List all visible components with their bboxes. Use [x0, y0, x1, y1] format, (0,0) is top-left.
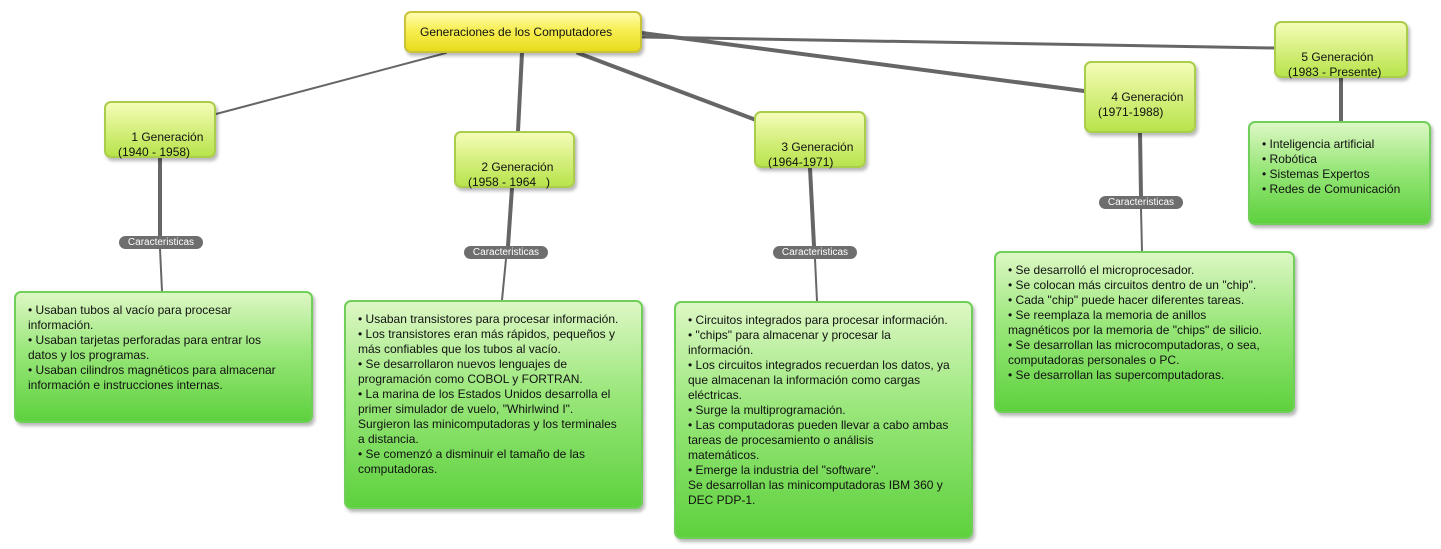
generation-1-link-label: Caracteristicas: [119, 236, 203, 249]
connector-line: [576, 51, 758, 122]
detail-line: • Se desarrollan las microcomputadoras, …: [1008, 338, 1260, 352]
connector-line: [501, 258, 507, 301]
detail-line: • Se reemplaza la memoria de anillos: [1008, 308, 1207, 322]
generation-2-link-label: Caracteristicas: [464, 246, 548, 259]
detail-line: • Cada "chip" puede hacer diferentes tar…: [1008, 293, 1245, 307]
detail-line: tareas de procesamiento o análisis: [688, 433, 874, 447]
generation-1-node[interactable]: 1 Generación (1940 - 1958): [104, 101, 216, 159]
detail-line: información.: [28, 318, 94, 332]
detail-line: • Surge la multiprogramación.: [688, 403, 846, 417]
detail-line: • Se desarrolló el microprocesador.: [1008, 263, 1195, 277]
detail-line: • Se comenzó a disminuir el tamaño de la…: [358, 447, 585, 461]
detail-line: primer simulador de vuelo, "Whirlwind I"…: [358, 402, 574, 416]
generation-4-node[interactable]: 4 Generación (1971-1988): [1084, 61, 1196, 133]
detail-line: • Inteligencia artificial: [1262, 137, 1375, 151]
detail-line: • Usaban cilindros magnéticos para almac…: [28, 363, 276, 377]
connector-line: [516, 51, 524, 133]
detail-line: • Redes de Comunicación: [1262, 182, 1401, 196]
detail-line: • Circuitos integrados para procesar inf…: [688, 313, 948, 327]
detail-line: • "chips" para almacenar y procesar la: [688, 328, 891, 342]
connector-line: [808, 166, 816, 248]
generation-1-title: 1 Generación (1940 - 1958): [118, 130, 204, 159]
detail-line: • Las computadoras pueden llevar a cabo …: [688, 418, 949, 432]
generation-2-title: 2 Generación (1958 - 1964 ): [468, 160, 554, 189]
detail-line: • Se desarrollan las supercomputadoras.: [1008, 368, 1225, 382]
generation-2-node[interactable]: 2 Generación (1958 - 1964 ): [454, 131, 575, 189]
connector-line: [814, 258, 818, 302]
detail-line: • Se desarrollaron nuevos lenguajes de: [358, 357, 568, 371]
generation-4-details[interactable]: • Se desarrolló el microprocesador. • Se…: [994, 251, 1295, 413]
detail-line: magnéticos por la memoria de "chips" de …: [1008, 323, 1262, 337]
generation-3-link-label: Caracteristicas: [773, 246, 857, 259]
detail-line: información e instrucciones internas.: [28, 378, 223, 392]
generation-5-title: 5 Generación (1983 - Presente): [1288, 50, 1382, 79]
detail-line: • Usaban transistores para procesar info…: [358, 312, 619, 326]
connector-line: [215, 52, 447, 115]
detail-line: • La marina de los Estados Unidos desarr…: [358, 387, 611, 401]
detail-line: • Se colocan más circuitos dentro de un …: [1008, 278, 1257, 292]
generation-2-details[interactable]: • Usaban transistores para procesar info…: [344, 300, 643, 509]
detail-line: computadoras personales o PC.: [1008, 353, 1180, 367]
connector-line: [1140, 208, 1143, 252]
generation-4-title: 4 Generación (1971-1988): [1098, 90, 1184, 119]
detail-line: • Robótica: [1262, 152, 1317, 166]
detail-line: • Los transistores eran más rápidos, peq…: [358, 327, 616, 341]
generation-4-link-label: Caracteristicas: [1099, 196, 1183, 209]
detail-line: a distancia.: [358, 432, 419, 446]
connector-line: [1138, 131, 1143, 198]
generation-3-title: 3 Generación (1964-1971): [768, 140, 854, 169]
detail-line: • Emerge la industria del "software".: [688, 463, 879, 477]
detail-line: • Los circuitos integrados recuerdan los…: [688, 358, 950, 372]
generation-5-node[interactable]: 5 Generación (1983 - Presente): [1274, 21, 1408, 79]
detail-line: • Sistemas Expertos: [1262, 167, 1370, 181]
detail-line: computadoras.: [358, 462, 438, 476]
detail-line: matemáticos.: [688, 448, 760, 462]
detail-line: • Usaban tarjetas perforadas para entrar…: [28, 333, 261, 347]
generation-3-details[interactable]: • Circuitos integrados para procesar inf…: [674, 301, 973, 539]
detail-line: Surgieron las minicomputadoras y los ter…: [358, 417, 617, 431]
root-title: Generaciones de los Computadores: [420, 24, 613, 39]
generation-3-node[interactable]: 3 Generación (1964-1971): [754, 111, 866, 169]
connector-line: [640, 35, 1276, 50]
generation-1-details[interactable]: • Usaban tubos al vacío para procesar in…: [14, 291, 313, 423]
detail-line: información.: [688, 343, 754, 357]
detail-line: eléctricas.: [688, 388, 743, 402]
detail-line: más confiables que los tubos al vacío.: [358, 342, 561, 356]
detail-line: que almacenan la información como cargas: [688, 373, 921, 387]
detail-line: programación como COBOL y FORTRAN.: [358, 372, 583, 386]
generation-5-details[interactable]: • Inteligencia artificial • Robótica • S…: [1248, 121, 1431, 225]
detail-line: • Usaban tubos al vacío para procesar: [28, 303, 232, 317]
connector-line: [159, 248, 163, 292]
connector-line: [640, 31, 1086, 93]
connector-line: [506, 186, 514, 248]
root-node[interactable]: Generaciones de los Computadores: [404, 11, 642, 53]
detail-line: datos y los programas.: [28, 348, 150, 362]
detail-line: Se desarrollan las minicomputadoras IBM …: [688, 478, 943, 492]
detail-line: DEC PDP-1.: [688, 493, 756, 507]
